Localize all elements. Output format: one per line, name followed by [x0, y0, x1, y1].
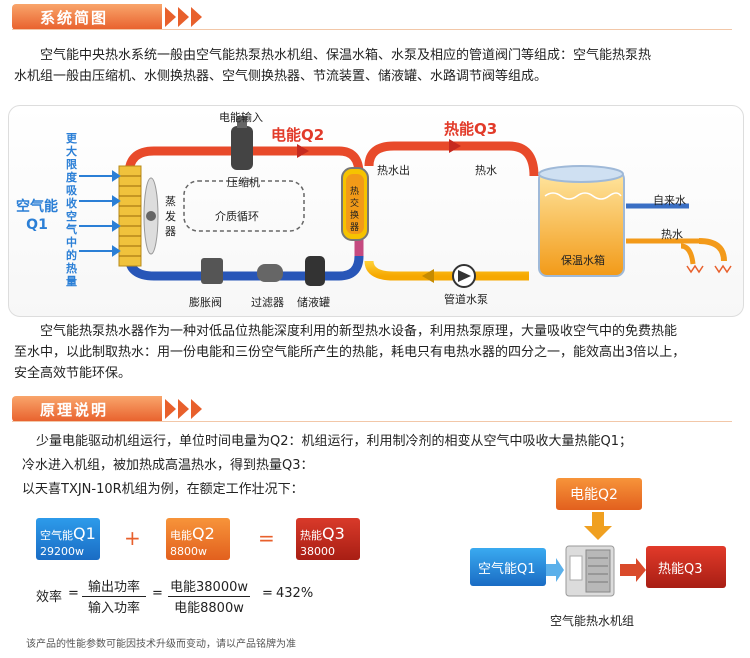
efficiency-eq-3: = — [262, 586, 273, 601]
description-paragraph: 空气能热泵热水器作为一种对低品位热能深度利用的新型热水设备，利用热泵原理，大量吸… — [14, 321, 744, 384]
hot-water-out-label: 热水出 — [377, 164, 410, 177]
principle-line-3: 以天喜TXJN-10R机组为例，在额定工作壮况下： — [22, 482, 304, 497]
tank-label: 保温水箱 — [561, 254, 605, 267]
q3-box-symbol: Q3 — [322, 524, 345, 543]
efficiency-fraction-1: 输出功率 输入功率 — [82, 576, 146, 616]
intro-line-2: 水机组一般由压缩机、水侧换热器、空气侧换热器、节流装置、储液罐、水路调节阀等组成… — [14, 69, 548, 84]
intro-paragraph: 空气能中央热水系统一般由空气能热泵热水机组、保温水箱、水泵及相应的管道阀门等组成… — [14, 45, 740, 87]
section-header-overview: 系统简图 — [12, 4, 732, 30]
q1-box-symbol: Q1 — [73, 524, 96, 543]
efficiency-result: 432% — [276, 586, 314, 601]
expansion-valve-label: 膨胀阀 — [189, 296, 222, 309]
q1-box-label: 空气能 — [40, 529, 73, 542]
hot-water-output-label: 热水 — [661, 228, 683, 241]
desc-line-1: 空气能热泵热水器作为一种对低品位热能深度利用的新型热水设备，利用热泵原理，大量吸… — [40, 324, 678, 339]
section-title-overview: 系统简图 — [40, 9, 109, 27]
machine-q1-box: 空气能Q1 — [470, 548, 546, 586]
footnote: 该产品的性能参数可能因技术升级而变动，请以产品铭牌为准 — [26, 639, 296, 650]
tap-water-label: 自来水 — [653, 194, 686, 207]
section-header-principle: 原理说明 — [12, 396, 732, 422]
machine-q3-label: 热能Q3 — [658, 562, 703, 577]
principle-line-1: 少量电能驱动机组运行，单位时间电量为Q2：机组运行，利用制冷剂的相变从空气中吸收… — [36, 434, 633, 449]
fraction-2-numerator: 电能38000w — [168, 576, 250, 597]
plus-sign: + — [124, 526, 141, 550]
machine-q2-box: 电能Q2 — [556, 478, 642, 510]
q3-box-value: 38000 — [300, 545, 335, 558]
q1-text: Q1 — [26, 217, 48, 233]
fraction-1-numerator: 输出功率 — [82, 576, 146, 597]
efficiency-eq-2: = — [152, 586, 163, 601]
principle-line-2: 冷水进入机组，被加热成高温热水，得到热量Q3： — [22, 458, 314, 473]
desc-line-3: 安全高效节能环保。 — [14, 366, 132, 381]
fraction-2-denominator: 电能8800w — [174, 601, 244, 616]
machine-name-label: 空气能热水机组 — [550, 614, 635, 628]
machine-q3-box: 热能Q3 — [646, 546, 726, 588]
q2-box: 电能Q2 8800w — [166, 518, 230, 560]
q3-box: 热能Q3 38000 — [296, 518, 360, 560]
efficiency-fraction-2: 电能38000w 电能8800w — [168, 576, 250, 616]
receiver-label: 储液罐 — [297, 296, 330, 309]
q2-box-symbol: Q2 — [192, 524, 215, 543]
equals-sign: = — [258, 526, 275, 550]
filter-label: 过滤器 — [251, 296, 284, 309]
desc-line-2: 至水中，以此制取热水：用一份电能和三份空气能所产生的热能，耗电只有电热水器的四分… — [14, 345, 686, 360]
q1-box: 空气能Q1 29200w — [36, 518, 100, 560]
pump-label: 管道水泵 — [444, 293, 488, 306]
q2-box-value: 8800w — [170, 545, 207, 558]
efficiency-label: 效率 — [36, 590, 63, 605]
power-input-label: 电能输入 — [219, 111, 263, 124]
heat-q3-label: 热能Q3 — [444, 120, 498, 138]
efficiency-eq-1: = — [68, 586, 79, 601]
principle-paragraph: 少量电能驱动机组运行，单位时间电量为Q2：机组运行，利用制冷剂的相变从空气中吸收… — [22, 430, 742, 502]
q2-box-label: 电能 — [170, 529, 192, 542]
exchanger-label: 热交换器 — [350, 187, 360, 233]
compressor-label: 压缩机 — [227, 176, 260, 189]
q1-box-value: 29200w — [40, 545, 84, 558]
machine-q2-label: 电能Q2 — [570, 487, 618, 503]
electric-q2-label: 电能Q2 — [271, 126, 325, 144]
section-title-principle: 原理说明 — [40, 401, 109, 419]
fraction-1-denominator: 输入功率 — [87, 601, 140, 616]
absorb-air-heat-text: 更大限度吸收空气中的热量 — [66, 132, 77, 288]
system-diagram: 电能输入 电能Q2 热能Q3 更大限度吸收空气中的热量 空气能 Q1 压缩机 蒸… — [8, 105, 744, 317]
air-energy-q1-label: 空气能 Q1 — [11, 198, 63, 234]
intro-line-1: 空气能中央热水系统一般由空气能热泵热水机组、保温水箱、水泵及相应的管道阀门等组成… — [40, 48, 652, 63]
air-energy-text: 空气能 — [16, 199, 58, 215]
pipe-network — [79, 116, 732, 288]
evaporator-label: 蒸发器 — [165, 195, 176, 238]
hot-water-label: 热水 — [475, 164, 497, 177]
q3-box-label: 热能 — [300, 529, 322, 542]
machine-q1-label: 空气能Q1 — [478, 562, 536, 577]
medium-cycle-label: 介质循环 — [215, 210, 259, 223]
